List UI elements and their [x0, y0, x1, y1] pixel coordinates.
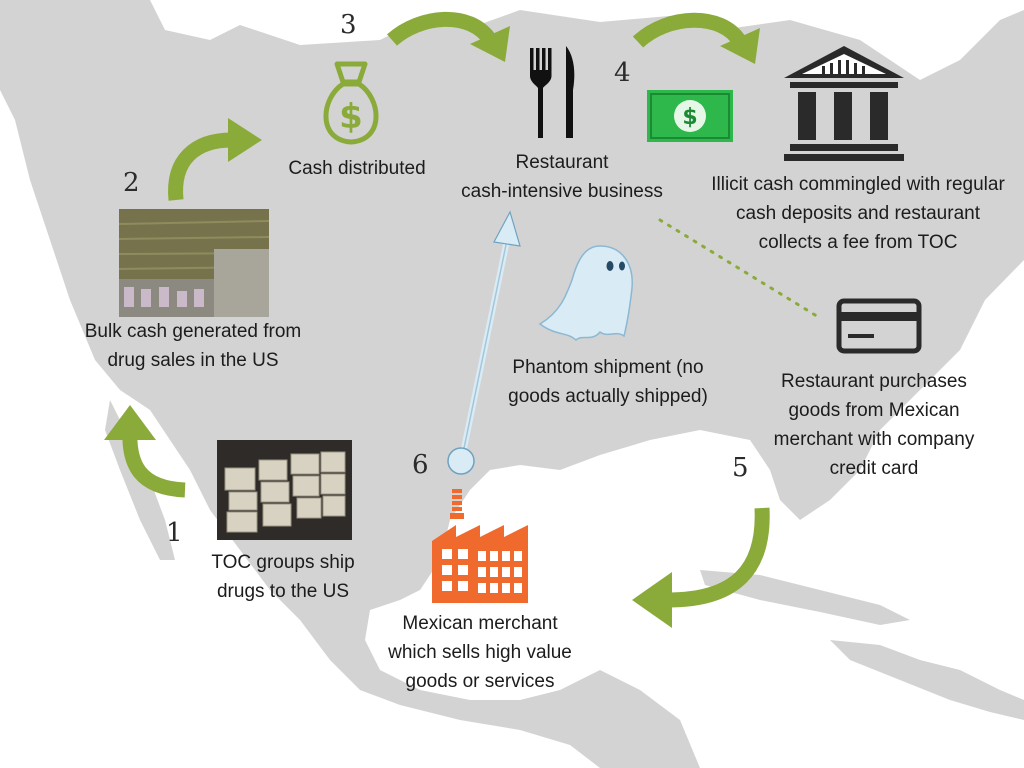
- arrow-restaurant-to-bank: [632, 12, 760, 64]
- bulk-cash-photo: [119, 209, 269, 317]
- bank-building-icon: [784, 46, 904, 161]
- dotted-connector: [658, 218, 822, 320]
- factory-icon: [432, 489, 528, 603]
- arrow-step3-to-restaurant: [387, 11, 510, 62]
- step-number-2: 2: [123, 168, 140, 198]
- money-bag-icon: $: [323, 61, 379, 145]
- step-number-4: 4: [614, 58, 631, 88]
- phantom-shipment-arrow: [447, 210, 521, 475]
- step-number-1: 1: [166, 518, 183, 548]
- credit-card-icon: [836, 298, 922, 354]
- arrow-step1-to-step2: [104, 405, 186, 498]
- map-caribbean: [830, 640, 1024, 720]
- arrow-step5-to-merchant: [632, 507, 770, 628]
- step2-label: Bulk cash generated from drug sales in t…: [84, 321, 302, 371]
- step-number-3: 3: [340, 10, 357, 40]
- arrow-step2-to-step3: [168, 118, 262, 201]
- step4-label: Illicit cash commingled with regular cas…: [711, 174, 1005, 253]
- drug-packages-photo: [217, 440, 352, 540]
- svg-text:$: $: [339, 97, 363, 137]
- restaurant-label: Restaurant cash-intensive business: [461, 152, 663, 202]
- step6-label: Mexican merchant which sells high value …: [388, 613, 572, 692]
- map-cuba: [700, 570, 910, 625]
- map-florida-water: [800, 520, 840, 580]
- dollar-bill-icon: $: [647, 90, 733, 142]
- step5-label: Restaurant purchases goods from Mexican …: [773, 371, 975, 479]
- svg-text:$: $: [682, 105, 697, 130]
- step1-label: TOC groups ship drugs to the US: [211, 552, 355, 602]
- step-number-5: 5: [732, 453, 749, 483]
- step3-label: Cash distributed: [288, 158, 426, 179]
- phantom-shipment-label: Phantom shipment (no goods actually ship…: [508, 357, 708, 407]
- ghost-icon: [538, 245, 633, 342]
- step-number-6: 6: [412, 450, 429, 480]
- fork-knife-icon: [530, 46, 575, 138]
